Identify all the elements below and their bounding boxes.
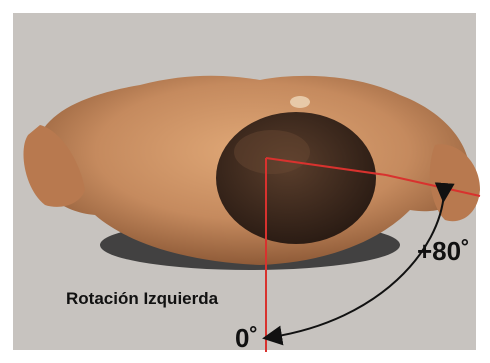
ear [290,96,310,108]
start-angle-label: 0˚ [235,323,258,354]
rotation-title: Rotación Izquierda [66,289,218,309]
end-angle-label: +80˚ [417,236,470,267]
head [216,112,376,244]
hair-highlight [234,130,310,174]
